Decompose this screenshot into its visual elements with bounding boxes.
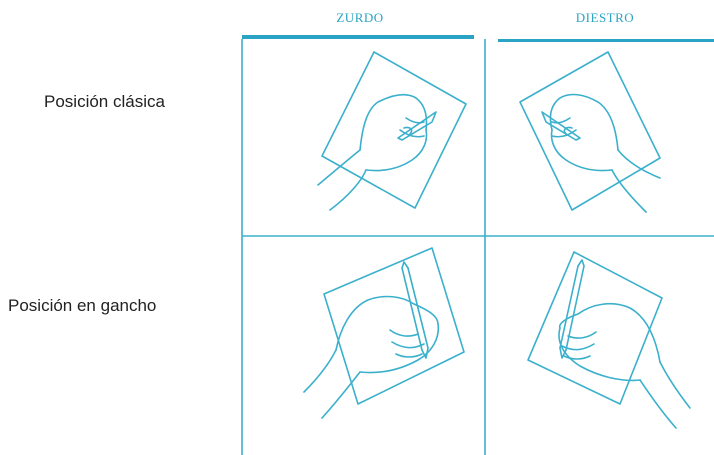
header-bar-diestro: [498, 39, 714, 42]
illustration-right-hand-classic: [519, 51, 661, 213]
header-bar-zurdo: [242, 35, 474, 39]
illustration-left-hand-classic: [317, 51, 467, 211]
grid-lines: [241, 39, 714, 455]
illustration-right-hand-hook: [527, 251, 691, 429]
column-header-diestro: DIESTRO: [575, 10, 635, 25]
row-label-classic: Posición clásica: [44, 92, 165, 111]
row-label-hook: Posición en gancho: [8, 296, 157, 315]
illustration-left-hand-hook: [303, 247, 465, 419]
column-header-zurdo: ZURDO: [336, 10, 384, 25]
